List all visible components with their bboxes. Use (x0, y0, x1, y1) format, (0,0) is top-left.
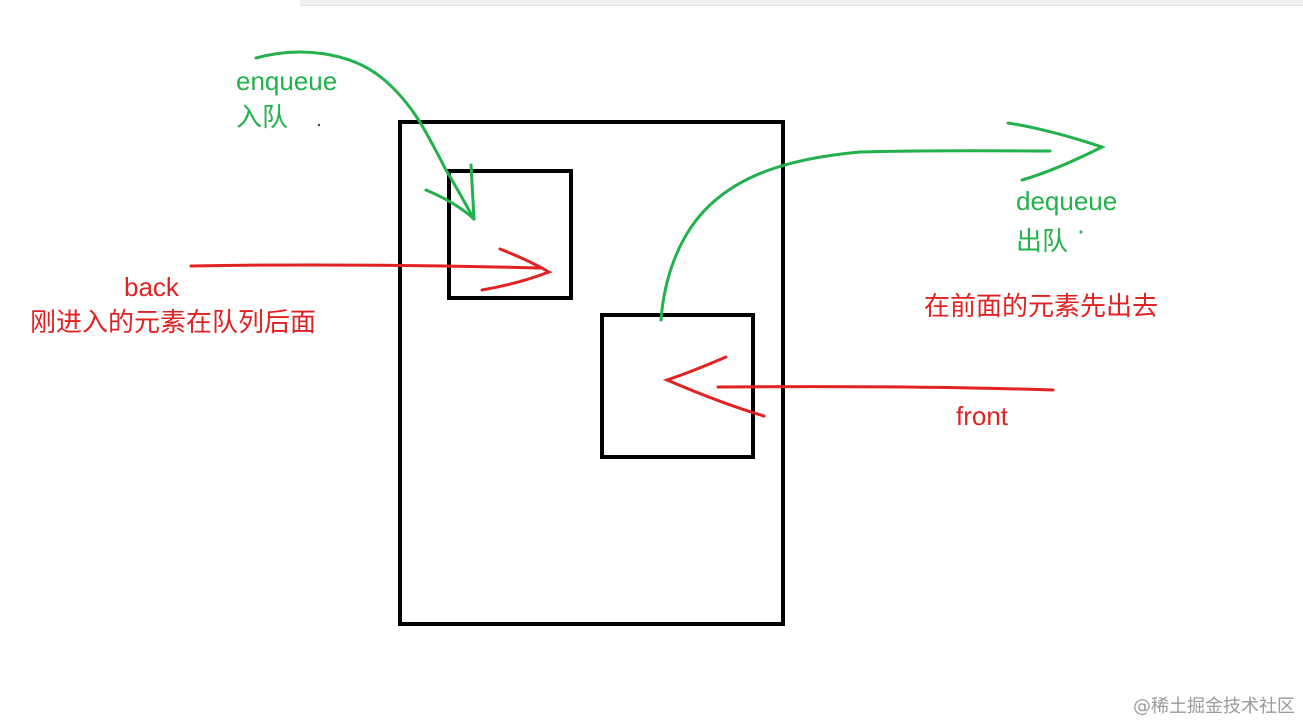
enqueue-label: enqueue (236, 66, 338, 96)
enqueue-cn-label: 入队 (236, 102, 289, 132)
enqueue-arrow (254, 50, 476, 221)
back-arrow-head (480, 247, 553, 292)
dequeue-arrow-head (1006, 121, 1106, 182)
dequeue-arrow (659, 149, 1052, 322)
back-arrow (189, 263, 542, 270)
dequeue-cn-label: 出队 (1016, 226, 1069, 256)
dequeue-label: dequeue (1016, 186, 1118, 216)
enqueue-arrow-head (424, 163, 476, 221)
top-band (300, 0, 1303, 6)
front-arrow-head (662, 355, 766, 418)
back-element-box (447, 169, 573, 300)
stray-dot (317, 123, 321, 127)
back-label: back (124, 272, 179, 302)
stray-dot (1079, 230, 1083, 234)
front-description: 在前面的元素先出去 (924, 291, 1159, 321)
queue-container (398, 120, 785, 626)
back-description: 刚进入的元素在队列后面 (30, 307, 317, 337)
front-arrow (716, 385, 1055, 392)
front-label: front (956, 401, 1009, 431)
watermark: @稀土掘金技术社区 (1133, 696, 1295, 717)
